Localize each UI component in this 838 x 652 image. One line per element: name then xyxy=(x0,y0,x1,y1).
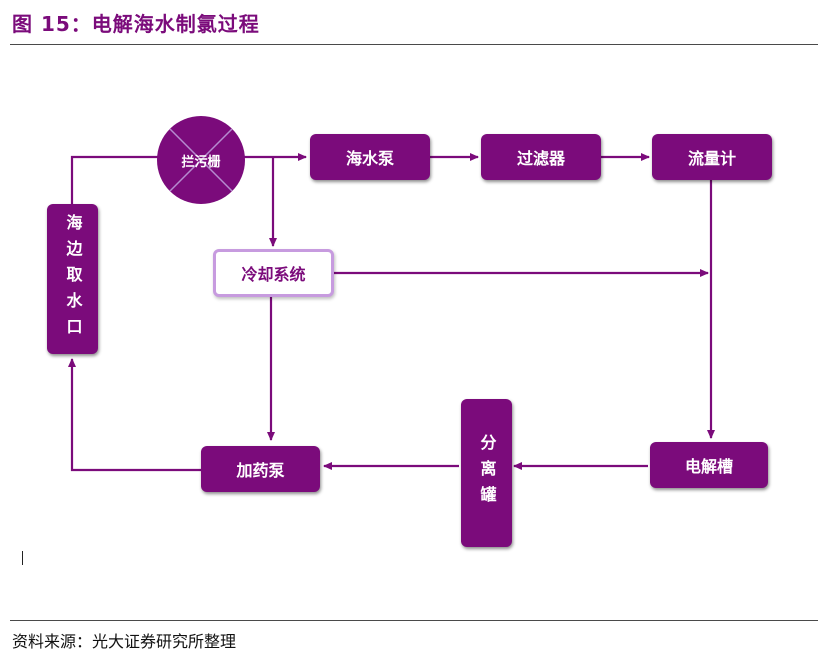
footer-divider xyxy=(10,620,818,621)
node-separator-tank: 分离罐 xyxy=(461,399,512,547)
node-filter: 过滤器 xyxy=(481,134,601,180)
node-dosing-pump: 加药泵 xyxy=(201,446,320,492)
node-cooling-system: 冷却系统 xyxy=(213,249,334,297)
title-divider xyxy=(10,44,818,45)
node-flowmeter: 流量计 xyxy=(652,134,772,180)
node-seaside-intake: 海边取水口 xyxy=(47,204,98,354)
node-seawater-pump: 海水泵 xyxy=(310,134,430,180)
screen-symbol xyxy=(157,116,245,204)
node-electrolyzer: 电解槽 xyxy=(650,442,768,488)
connector-intake-to-screen xyxy=(70,155,158,204)
screen-label: 拦污栅 xyxy=(181,154,221,170)
figure-title: 图 15：电解海水制氯过程 xyxy=(12,12,260,36)
source-note: 资料来源：光大证券研究所整理 xyxy=(12,632,237,651)
text-cursor-mark xyxy=(22,551,23,565)
arrow-dosing-pump-to-intake xyxy=(68,358,201,472)
